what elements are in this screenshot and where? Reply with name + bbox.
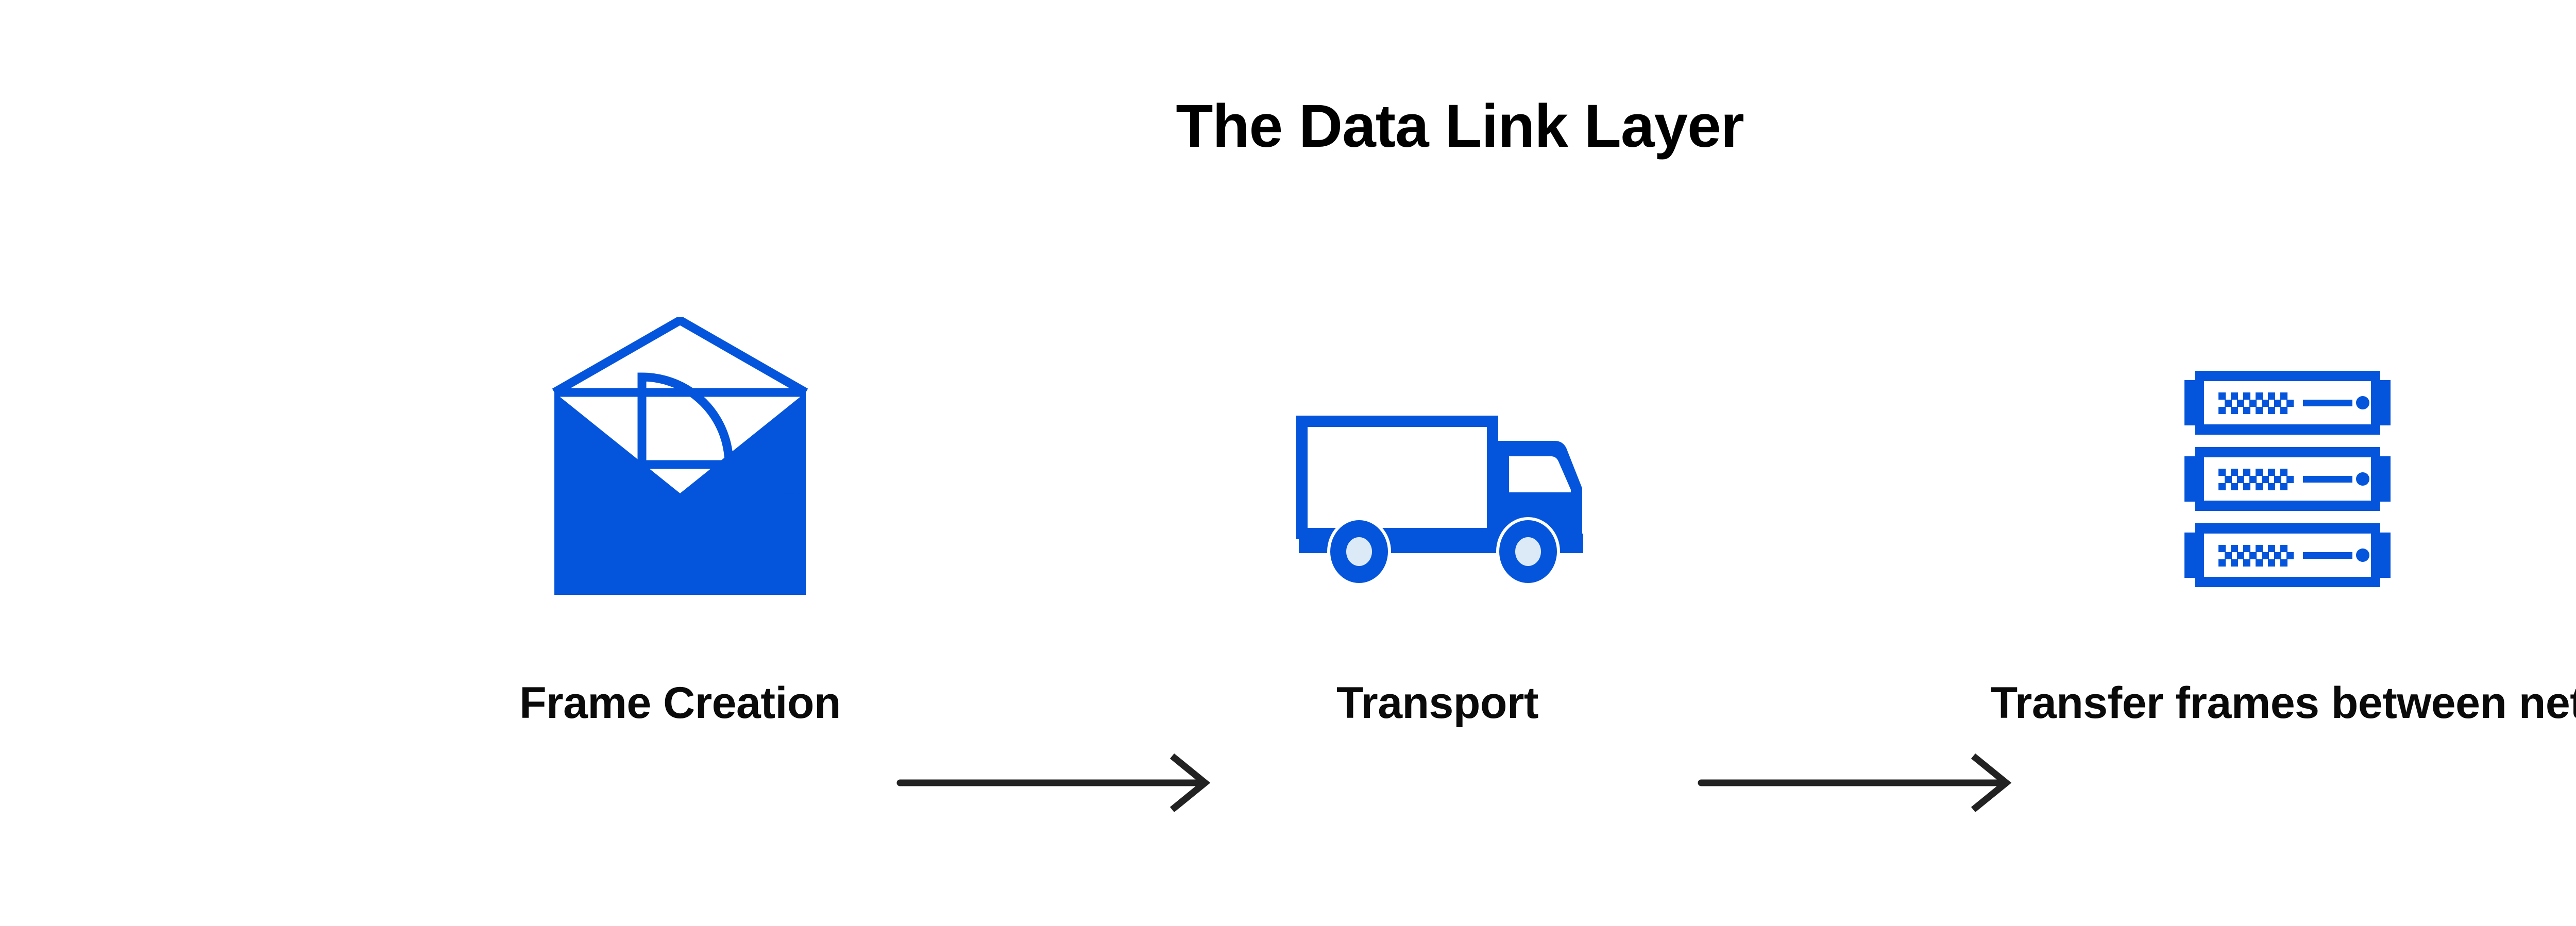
page-title: The Data Link Layer bbox=[1176, 92, 1744, 160]
arrow-right-icon bbox=[894, 742, 1224, 824]
stage-transport[interactable] bbox=[1149, 288, 1726, 618]
stage-label-frame-creation: Frame Creation bbox=[519, 678, 841, 728]
arrow-right-icon bbox=[1695, 742, 2025, 824]
stage-label-transfer-frames: Transfer frames between net bbox=[1990, 678, 2576, 728]
stage-frame-creation[interactable] bbox=[392, 288, 969, 618]
server-rack-icon bbox=[2179, 371, 2396, 590]
stage-label-transport: Transport bbox=[1336, 678, 1539, 728]
stage-transfer-frames[interactable] bbox=[1999, 288, 2576, 618]
open-envelope-icon bbox=[551, 315, 809, 601]
flow-row bbox=[0, 288, 2576, 813]
delivery-truck-icon bbox=[1291, 406, 1584, 589]
